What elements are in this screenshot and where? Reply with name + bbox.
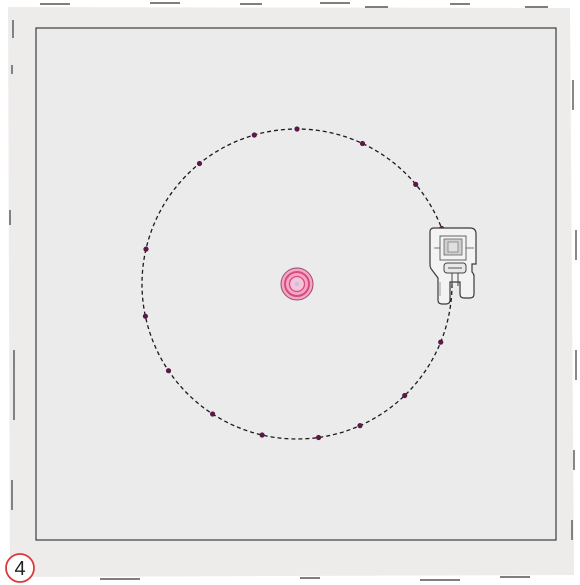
stitch-point (165, 368, 172, 374)
stitch-point (357, 423, 363, 429)
stitch-point (210, 411, 216, 417)
stitch-points (142, 126, 445, 441)
step-number: 4 (14, 558, 25, 580)
presser-foot-icon (429, 227, 477, 305)
stitch-point (402, 392, 408, 399)
stitch-point (251, 132, 257, 138)
stitch-point (142, 313, 148, 319)
stitch-point (413, 181, 419, 187)
step-badge: 4 (5, 553, 35, 583)
stitch-point (438, 339, 444, 345)
stitch-point (294, 126, 300, 132)
stitch-point (196, 160, 203, 167)
stitch-point (359, 140, 366, 147)
stitch-point (316, 434, 322, 441)
pivot-pin-icon (280, 267, 314, 301)
stitch-point (259, 432, 265, 438)
stitch-point (143, 246, 149, 252)
